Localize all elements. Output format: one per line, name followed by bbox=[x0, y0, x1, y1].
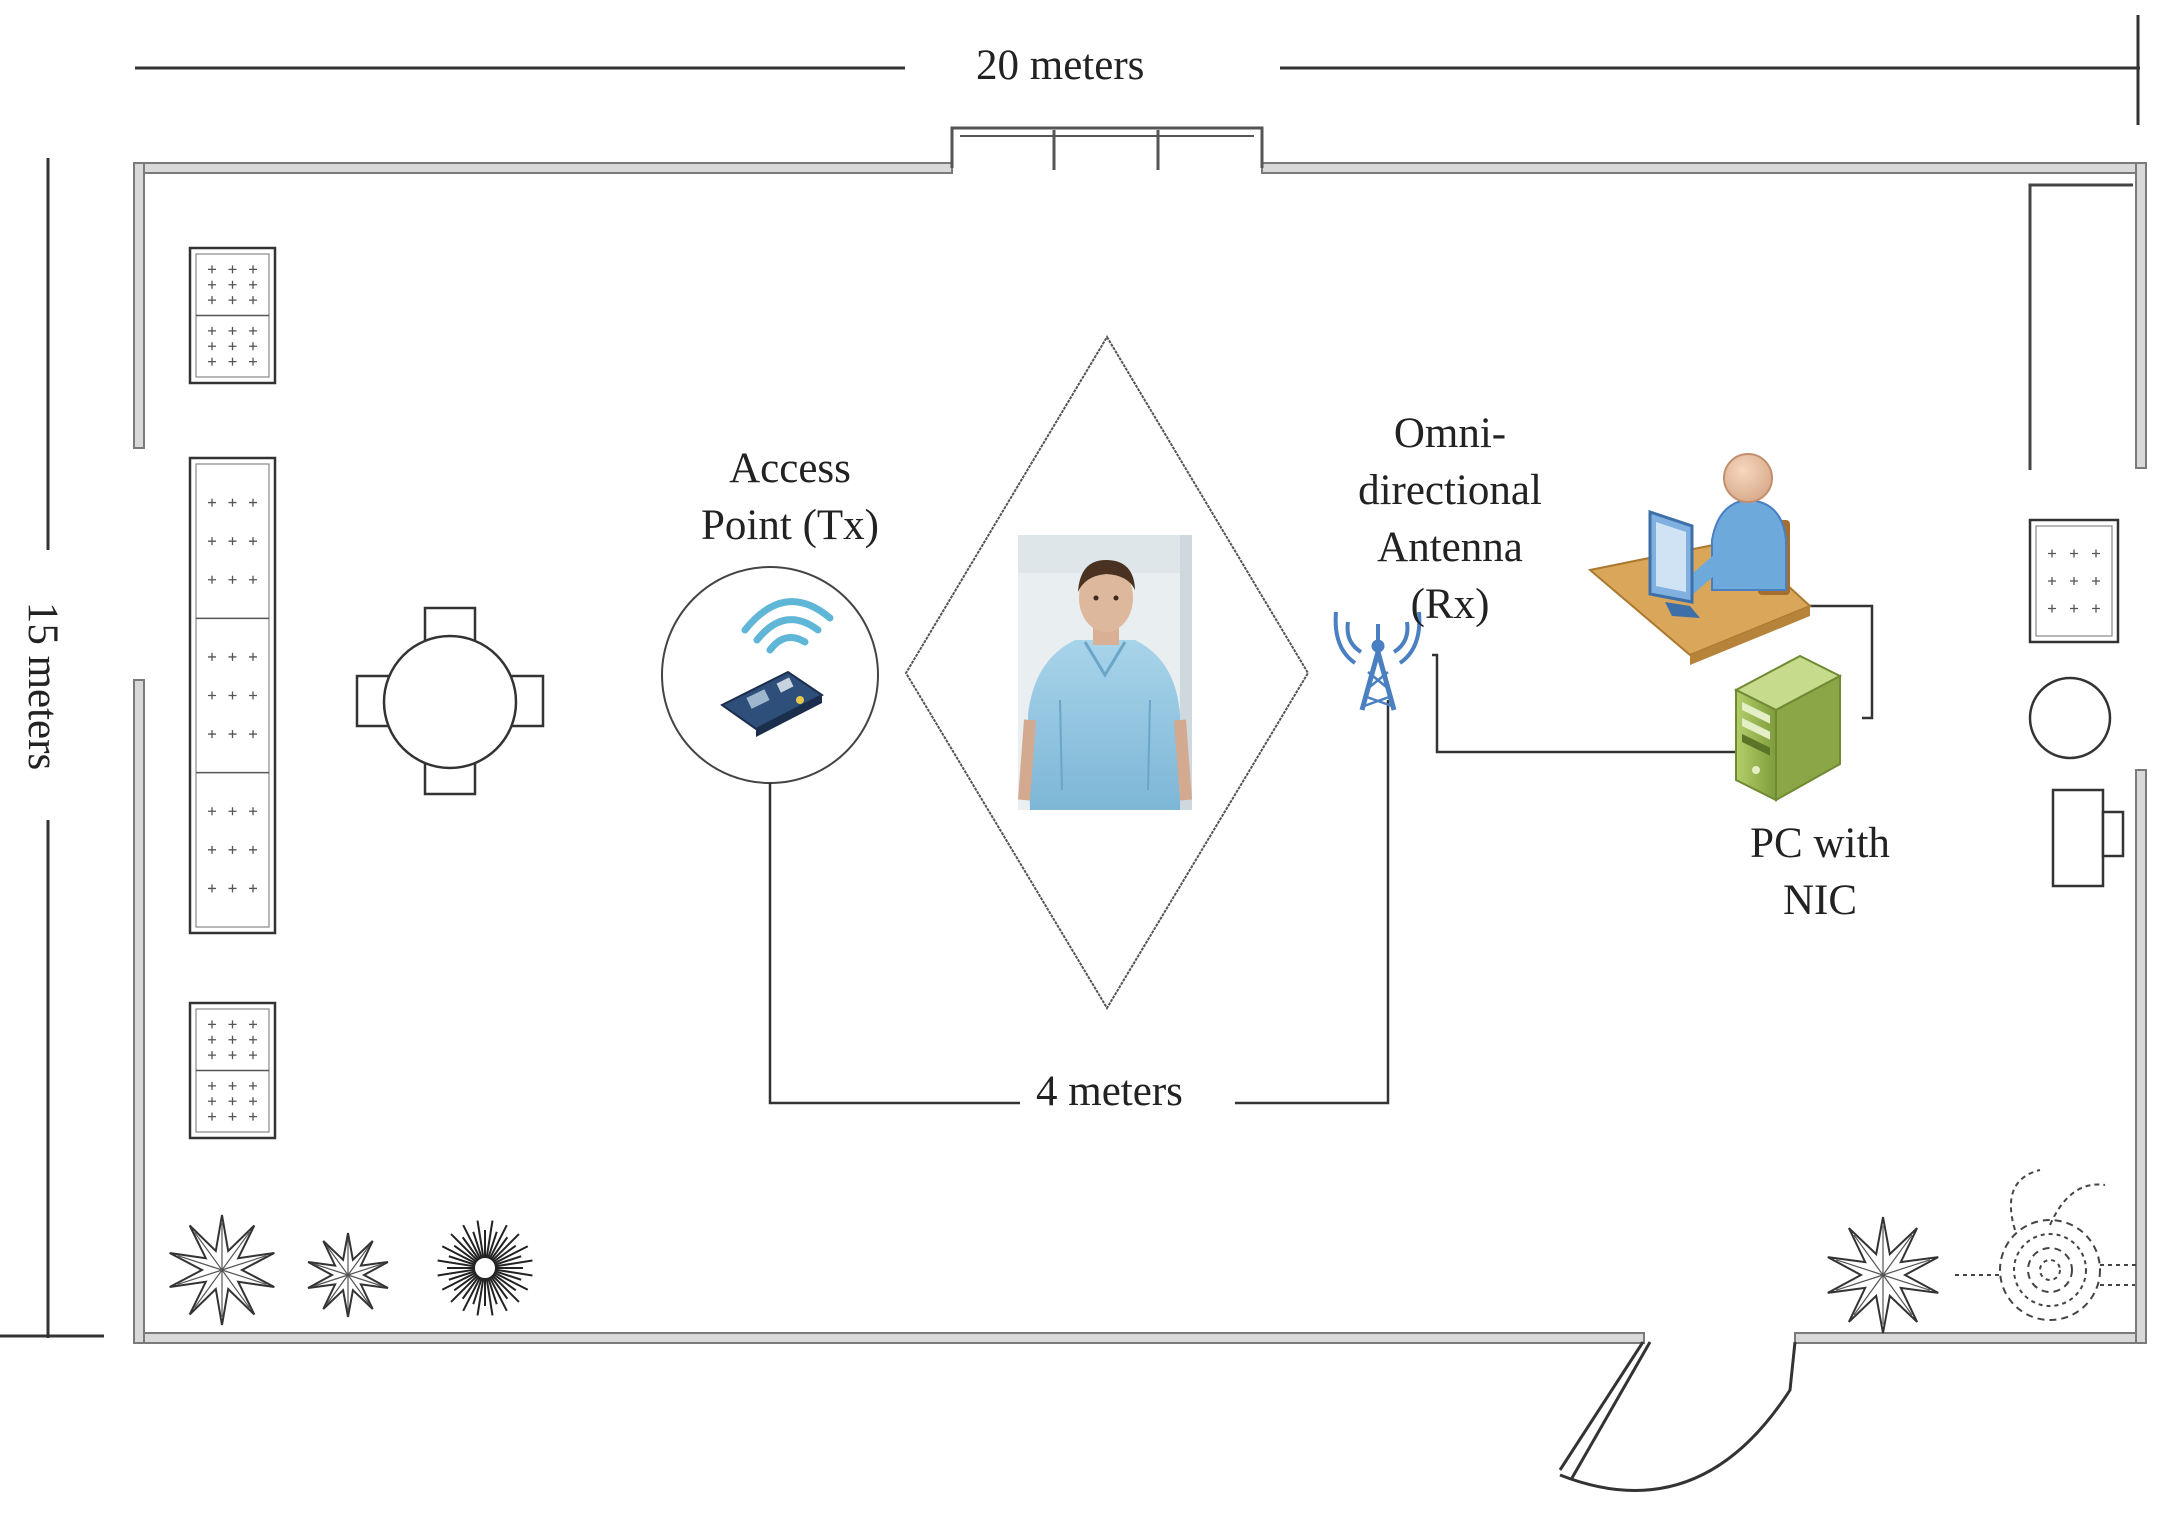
room-walls bbox=[133, 162, 2147, 1344]
plant bbox=[307, 1232, 389, 1318]
right-closet bbox=[2028, 183, 2133, 470]
plant bbox=[1827, 1216, 1939, 1334]
connection-lines bbox=[1432, 604, 1874, 754]
width-label: 20 meters bbox=[968, 40, 1153, 92]
door bbox=[1558, 1341, 1797, 1493]
user-at-computer-icon bbox=[1587, 453, 1812, 665]
height-label: 15 meters bbox=[16, 595, 69, 777]
right-furniture bbox=[2028, 676, 2125, 888]
pc-label-line-2: NIC bbox=[1782, 877, 1858, 924]
height-dimension bbox=[0, 158, 104, 1338]
bed bbox=[2028, 518, 2120, 644]
desktop-tower-icon bbox=[1733, 654, 1843, 802]
antenna-label-line-1: Omni- bbox=[1393, 410, 1507, 457]
signal-zone-diamond bbox=[904, 335, 1310, 1010]
access-point-label-line-2: Point (Tx) bbox=[701, 502, 879, 549]
beds bbox=[188, 246, 2120, 1140]
antenna-label-line-4: (Rx) bbox=[1410, 581, 1490, 628]
bed bbox=[188, 456, 277, 935]
access-point-circle bbox=[661, 566, 879, 784]
pc-label: PC with NIC bbox=[1690, 815, 1950, 929]
bed bbox=[188, 246, 277, 385]
plant bbox=[169, 1214, 275, 1326]
round-table bbox=[355, 606, 545, 796]
access-point-label: Access Point (Tx) bbox=[640, 440, 940, 554]
pc-label-line-1: PC with bbox=[1750, 820, 1890, 867]
plant bbox=[1955, 1169, 2140, 1321]
antenna-label-line-2: directional bbox=[1358, 467, 1542, 514]
access-point-label-line-1: Access bbox=[729, 445, 851, 492]
plants bbox=[169, 1169, 2140, 1334]
top-window bbox=[950, 126, 1264, 170]
plant bbox=[437, 1220, 533, 1316]
width-dimension bbox=[135, 15, 2140, 125]
wifi-router-board-icon bbox=[720, 598, 834, 737]
antenna-label-line-3: Antenna bbox=[1377, 524, 1523, 571]
separation-label: 4 meters bbox=[1030, 1066, 1189, 1118]
bed bbox=[188, 1001, 277, 1140]
radio-tower-icon bbox=[1333, 611, 1422, 711]
patient-photo bbox=[1018, 535, 1192, 810]
antenna-label: Omni- directional Antenna (Rx) bbox=[1300, 405, 1600, 633]
separation-dimension bbox=[768, 700, 1390, 1105]
